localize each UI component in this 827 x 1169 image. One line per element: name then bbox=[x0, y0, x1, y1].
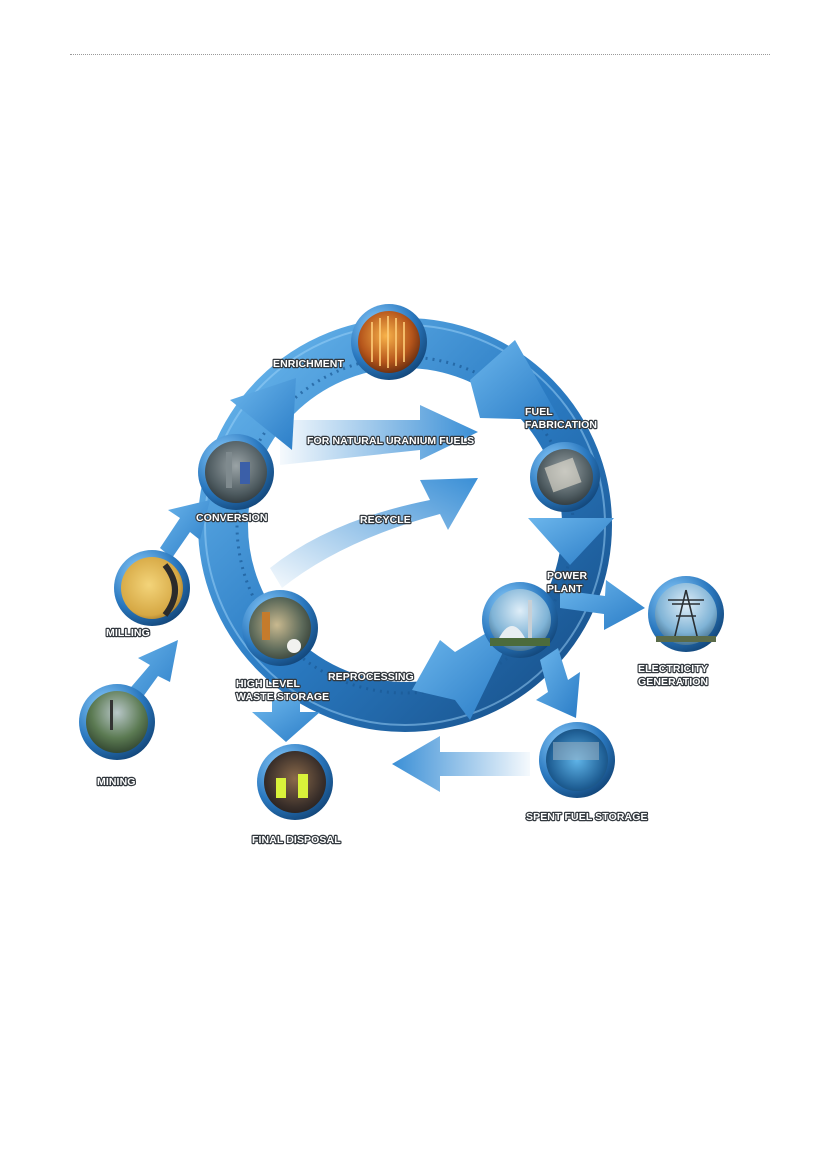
spent-fuel-storage-photo bbox=[539, 722, 615, 798]
final-disposal-photo bbox=[257, 744, 333, 820]
conversion-photo bbox=[198, 434, 274, 510]
mining-photo bbox=[79, 684, 155, 760]
power-to-spent-fuel-arrow bbox=[536, 648, 580, 718]
high-level-waste-storage-photo bbox=[242, 590, 318, 666]
label-mining: MINING bbox=[97, 776, 136, 788]
label-spent-fuel-storage: SPENT FUEL STORAGE bbox=[526, 811, 648, 823]
label-milling: MILLING bbox=[106, 627, 150, 639]
label-conversion: CONVERSION bbox=[196, 512, 268, 524]
label-for-natural-uranium-fuels: FOR NATURAL URANIUM FUELS bbox=[307, 435, 474, 447]
spent-fuel-to-disposal-arrow bbox=[392, 736, 530, 792]
electricity-generation-photo bbox=[648, 576, 724, 652]
recycle-arrow bbox=[270, 478, 478, 588]
milling-photo bbox=[114, 550, 190, 626]
label-electricity-generation: ELECTRICITY GENERATION bbox=[638, 663, 711, 688]
enrichment-photo bbox=[351, 304, 427, 380]
label-recycle: RECYCLE bbox=[360, 514, 411, 526]
label-final-disposal: FINAL DISPOSAL bbox=[252, 834, 341, 846]
label-reprocessing: REPROCESSING bbox=[328, 671, 414, 683]
label-enrichment: ENRICHMENT bbox=[273, 358, 344, 370]
fuel-fabrication-photo bbox=[530, 442, 600, 512]
